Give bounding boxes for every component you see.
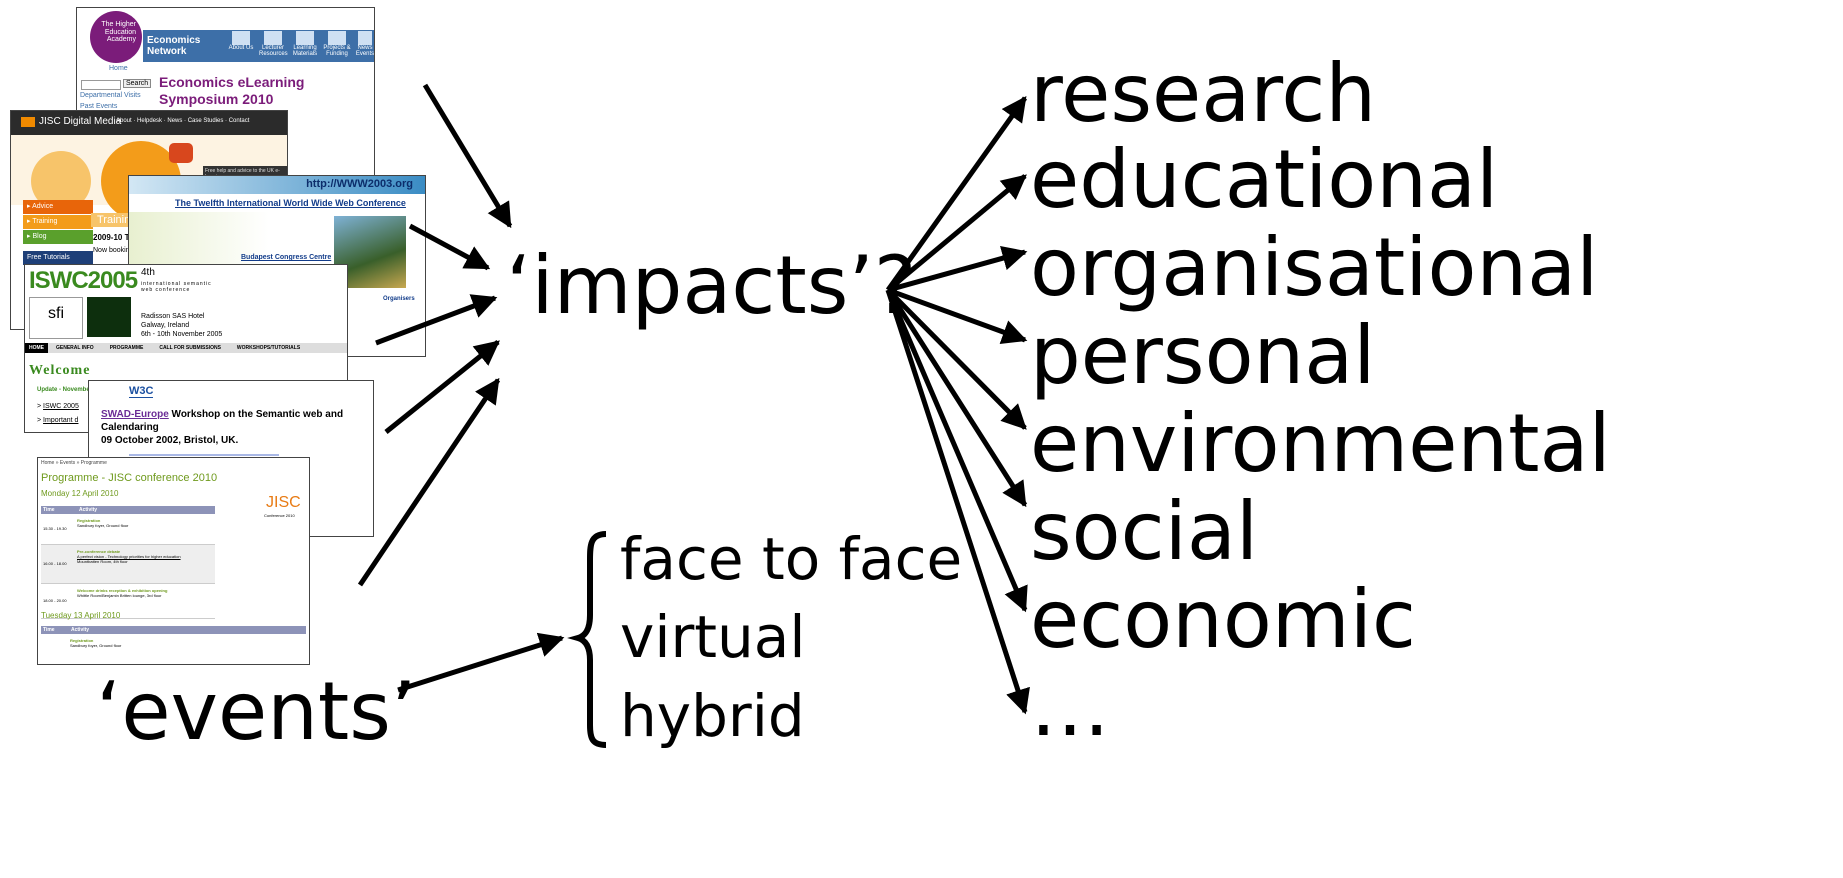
iswc-link-1[interactable]: > ISWC 2005 — [37, 403, 79, 410]
impact-educational: educational — [1030, 133, 1499, 226]
jisc-table-head: Time Activity — [41, 506, 215, 514]
impact-economic: economic — [1030, 573, 1416, 666]
arrow-to-more — [885, 289, 1030, 715]
impacts-label: ‘impacts’? — [506, 239, 917, 332]
iswc-city: Galway, Ireland — [141, 322, 190, 329]
www2003-organisers: Organisers — [383, 296, 415, 302]
table-row: 18.00 - 20.00 Welcome drinks reception &… — [41, 584, 215, 619]
jiscdm-nav[interactable]: About · Helpdesk · News · Case Studies ·… — [116, 118, 250, 124]
iswc-nav-home[interactable]: HOME — [25, 343, 48, 353]
academy-logo: The Higher Education Academy — [90, 11, 142, 63]
network-title: Economics Network — [147, 35, 201, 57]
jisc-logo-sub: Conference 2010 — [264, 513, 295, 518]
arrow-swad-to-impacts — [384, 340, 500, 434]
curly-brace — [567, 531, 607, 748]
iswc-nav: HOME GENERAL INFO PROGRAMME CALL FOR SUB… — [25, 343, 347, 353]
econ-search-input[interactable] — [81, 80, 121, 90]
arrow-to-organisational — [887, 245, 1028, 293]
iswc-nav-general[interactable]: GENERAL INFO — [56, 345, 94, 351]
jiscdm-brand: JISC Digital Media — [39, 116, 122, 127]
iswc-dates: 6th - 10th November 2005 — [141, 331, 223, 338]
econ-side-visits[interactable]: Departmental Visits — [80, 92, 141, 99]
www2003-banner — [129, 176, 425, 194]
arrow-to-economic — [885, 289, 1028, 613]
www2003-url: http://WWW2003.org — [306, 178, 413, 190]
jiscdm-logo-icon — [21, 117, 35, 127]
iswc-welcome: Welcome — [29, 363, 91, 378]
iswc-conf-name: international semantic web conference — [141, 281, 212, 293]
camera-icon — [169, 143, 193, 163]
table-row: Registration Sandbury foyer, Ground floo… — [70, 638, 122, 648]
jiscdm-dates: 2009-10 T — [93, 233, 130, 242]
jiscdm-menu-training[interactable]: ▸ Training — [23, 215, 93, 229]
w3c-logo: W3C — [129, 385, 154, 398]
jisc-day1: Monday 12 April 2010 — [41, 489, 119, 498]
jisc-row-link[interactable]: A perfect vision - Technology priorities… — [77, 554, 181, 559]
event-type-hybrid: hybrid — [620, 682, 805, 750]
impact-personal: personal — [1030, 309, 1376, 402]
arrow-iswc-to-impacts — [375, 294, 498, 346]
econ-search-button[interactable]: Search — [123, 79, 152, 88]
swad-title: SWAD-Europe Workshop on the Semantic web… — [101, 409, 344, 433]
iswc-nav-call[interactable]: CALL FOR SUBMISSIONS — [159, 345, 221, 351]
events-label: ‘events’ — [96, 665, 417, 758]
econ-home-link[interactable]: Home — [109, 65, 128, 72]
screenshot-jisc-conference-2010: Home » Events » Programme Programme - JI… — [37, 457, 310, 665]
jiscdm-menu-advice[interactable]: ▸ Advice — [23, 200, 93, 214]
econ-page-title: Economics eLearning Symposium 2010 — [159, 74, 305, 107]
econ-nav-learning[interactable]: Learning Materials — [291, 31, 319, 57]
jisc-prog-title: Programme - JISC conference 2010 — [41, 472, 218, 484]
www2003-venue: Budapest Congress Centre — [241, 254, 332, 261]
arrow-to-personal — [887, 287, 1028, 345]
jisc-breadcrumb[interactable]: Home » Events » Programme — [41, 460, 107, 466]
econ-nav-news[interactable]: News Events — [355, 31, 374, 57]
jisc-table: Time Activity 15.30 - 19.30 Registration… — [41, 506, 215, 619]
iswc-update: Update - Novembe — [37, 387, 90, 393]
jiscdm-header — [11, 111, 287, 135]
iswc-number: 4th — [141, 267, 155, 278]
arrow-events-to-types — [397, 632, 565, 693]
www2003-title[interactable]: The Twelfth International World Wide Web… — [175, 198, 406, 208]
econ-nav-projects[interactable]: Projects & Funding — [323, 31, 351, 57]
iswc-nav-workshops[interactable]: WORKSHOPS/TUTORIALS — [236, 345, 301, 351]
impact-more: … — [1030, 661, 1110, 754]
arrow-to-environmental — [886, 288, 1027, 430]
arrow-econ-to-impacts — [422, 83, 513, 229]
econ-nav: About Us Lecturer Resources Learning Mat… — [227, 31, 374, 57]
arrow-to-research — [885, 95, 1028, 292]
iswc-logo: ISWC2005 — [29, 267, 138, 294]
arrow-jisc-to-impacts — [357, 377, 501, 587]
jiscdm-menu-blog[interactable]: ▸ Blog — [23, 230, 93, 244]
econ-side-past[interactable]: Past Events — [80, 103, 118, 110]
jiscdm-booking: Now booking — [93, 247, 134, 254]
sfi-logo: sfi — [29, 297, 83, 339]
event-type-virtual: virtual — [620, 603, 806, 671]
arrow-www-to-impacts — [408, 223, 491, 271]
iswc-link-2[interactable]: > Important d — [37, 417, 79, 424]
impact-research: research — [1030, 47, 1377, 140]
arrow-to-educational — [886, 174, 1027, 292]
swad-link[interactable]: SWAD-Europe — [101, 409, 169, 420]
arrow-to-social — [885, 288, 1028, 508]
event-type-face-to-face: face to face — [620, 525, 963, 593]
jiscdm-free-tutorials[interactable]: Free Tutorials — [23, 251, 93, 265]
iswc-nav-programme[interactable]: PROGRAMME — [109, 345, 144, 351]
iswc-hotel: Radisson SAS Hotel — [141, 313, 205, 320]
impact-environmental: environmental — [1030, 397, 1611, 490]
jisc-day2: Tuesday 13 April 2010 — [41, 611, 121, 620]
swad-date: 09 October 2002, Bristol, UK. — [101, 435, 239, 446]
swad-links-line — [129, 454, 279, 456]
econ-nav-about[interactable]: About Us — [227, 31, 255, 57]
deri-logo — [87, 297, 131, 337]
impact-social: social — [1030, 485, 1259, 578]
impact-organisational: organisational — [1030, 221, 1599, 314]
econ-nav-lecturer[interactable]: Lecturer Resources — [259, 31, 288, 57]
jisc-table-head-2: Time Activity — [41, 626, 306, 634]
jisc-logo: JISC — [266, 494, 301, 511]
